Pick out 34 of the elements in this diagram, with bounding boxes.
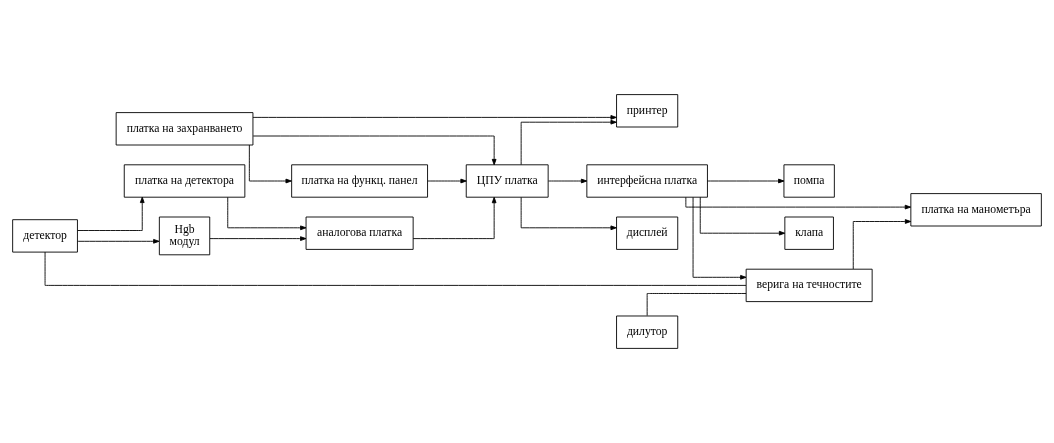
arrow bbox=[699, 196, 786, 236]
connector bbox=[44, 251, 747, 286]
node-box: Hgb модул bbox=[158, 216, 211, 256]
arrow bbox=[77, 238, 160, 244]
node-box: помпа bbox=[783, 164, 835, 198]
node-box: клапа bbox=[784, 216, 834, 250]
node-box: детектор bbox=[12, 219, 78, 253]
arrow bbox=[685, 196, 912, 210]
node-box: ЦПУ платка bbox=[465, 164, 549, 198]
node-box: интерфейсна платка bbox=[586, 164, 708, 198]
arrow bbox=[707, 178, 785, 184]
node-box: платка на захранването bbox=[115, 112, 254, 146]
arrow bbox=[412, 196, 497, 240]
arrow bbox=[520, 196, 617, 231]
arrow bbox=[227, 196, 307, 231]
arrow bbox=[209, 236, 307, 241]
arrow bbox=[252, 135, 497, 166]
node-box: дилутор bbox=[616, 315, 679, 349]
arrow bbox=[252, 115, 617, 120]
connector bbox=[646, 293, 747, 316]
arrow bbox=[427, 178, 467, 184]
arrow bbox=[77, 196, 145, 231]
node-box: платка на функц. панел bbox=[291, 164, 428, 198]
arrow bbox=[520, 119, 617, 166]
arrow bbox=[852, 219, 912, 270]
node-box: аналогова платка bbox=[305, 216, 414, 250]
arrow bbox=[248, 144, 292, 184]
node-box: платка на детектора bbox=[123, 164, 246, 198]
arrow bbox=[692, 196, 747, 280]
arrow bbox=[547, 178, 588, 184]
node-box: принтер bbox=[616, 94, 679, 128]
node-box: верига на течностите bbox=[745, 268, 873, 303]
node-box: платка на манометъра bbox=[910, 193, 1042, 227]
node-box: дисплей bbox=[616, 216, 679, 250]
